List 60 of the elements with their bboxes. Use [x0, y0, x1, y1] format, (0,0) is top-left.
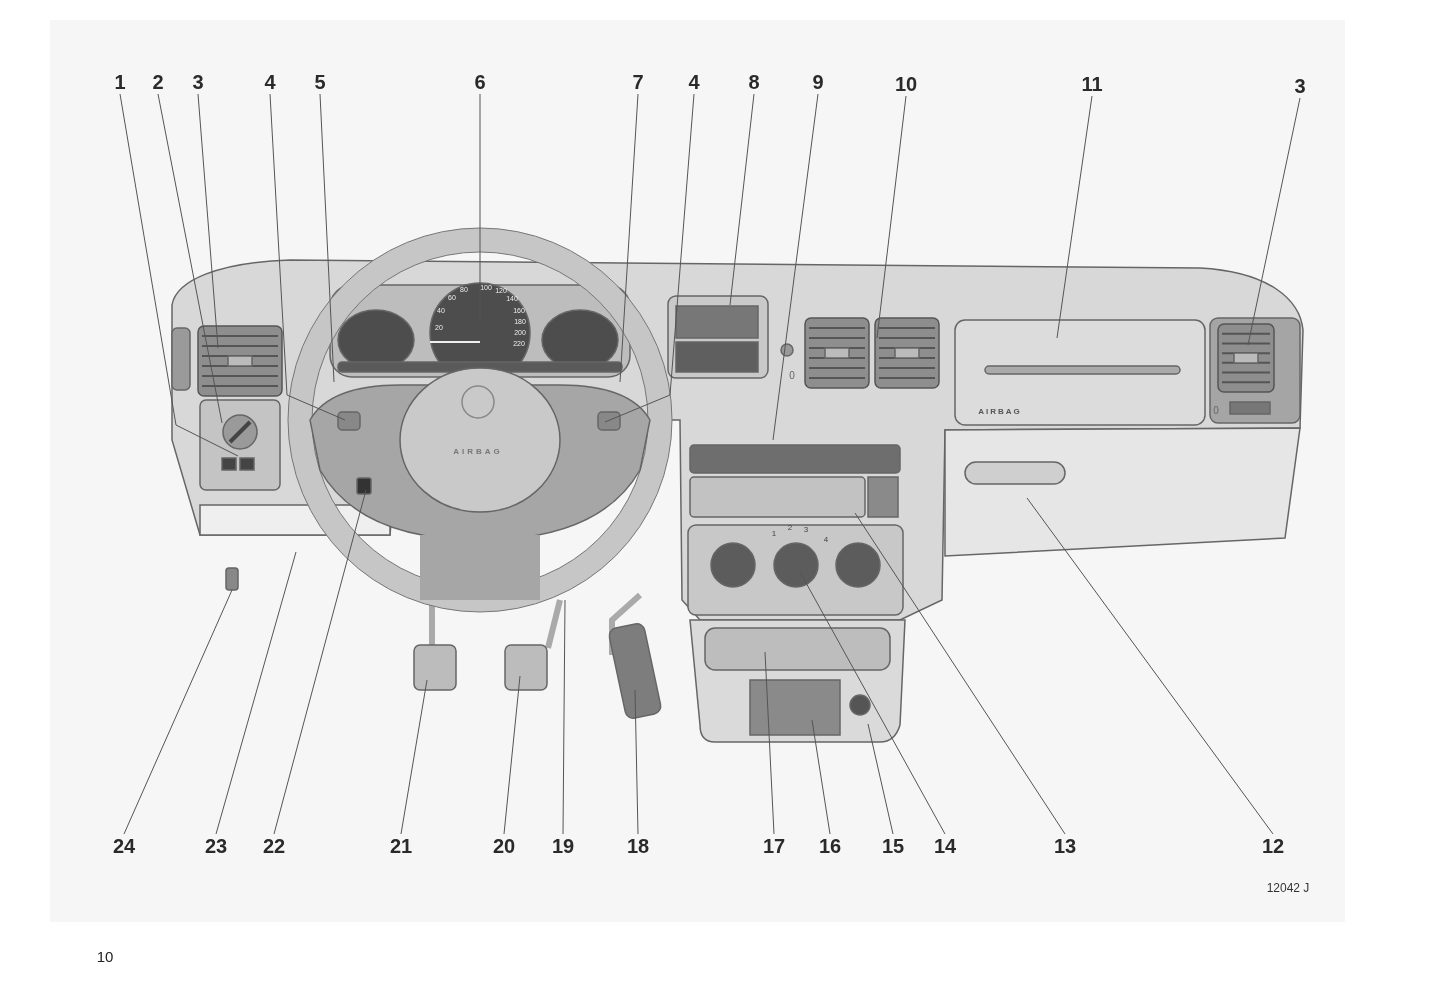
callout-number: 20: [486, 834, 522, 858]
leader-line: [562, 599, 566, 835]
callout-number: 4: [252, 70, 288, 94]
leader-line: [1247, 97, 1301, 346]
callout-number: 19: [545, 834, 581, 858]
leader-line: [729, 93, 755, 306]
callout-number: 8: [736, 70, 772, 94]
callout-number: 9: [800, 70, 836, 94]
leader-line: [619, 93, 639, 383]
callout-number: 21: [383, 834, 419, 858]
callout-number: 14: [927, 834, 963, 858]
leader-line: [854, 512, 1066, 835]
callout-number: 17: [756, 834, 792, 858]
leader-line: [503, 675, 521, 835]
leader-line: [157, 93, 223, 424]
printed-marking: 4: [823, 536, 829, 544]
leader-line: [772, 93, 819, 441]
callout-number: 3: [1282, 74, 1318, 98]
callout-number: 15: [875, 834, 911, 858]
callout-number: 6: [462, 70, 498, 94]
callout-number: 11: [1074, 72, 1110, 96]
callout-number: 4: [676, 70, 712, 94]
leader-line: [876, 95, 907, 339]
callout-number: 16: [812, 834, 848, 858]
leader-line: [319, 93, 335, 383]
callout-number: 12: [1255, 834, 1291, 858]
figure-number: 12042 J: [1266, 882, 1310, 894]
callout-number: 5: [302, 70, 338, 94]
leader-line: [119, 93, 239, 457]
callout-number: 23: [198, 834, 234, 858]
printed-marking: AIRBAG: [453, 448, 503, 456]
leader-line: [634, 689, 639, 835]
leader-line: [273, 489, 367, 835]
callout-number: 2: [140, 70, 176, 94]
leader-line: [1056, 95, 1093, 339]
printed-marking: AIRBAG: [978, 408, 1022, 416]
printed-marking: 2: [787, 524, 793, 532]
callout-number: 18: [620, 834, 656, 858]
printed-marking: 1: [771, 530, 777, 538]
leader-line: [1026, 497, 1274, 835]
callout-number: 7: [620, 70, 656, 94]
leader-line: [604, 93, 695, 423]
printed-marking: 3: [803, 526, 809, 534]
leader-line: [799, 571, 946, 835]
leader-line: [269, 93, 346, 421]
callout-number: 22: [256, 834, 292, 858]
leader-line: [400, 679, 428, 835]
page-number: 10: [96, 948, 114, 964]
printed-marking: 0: [789, 371, 795, 381]
callout-number: 10: [888, 72, 924, 96]
leader-line: [123, 589, 233, 835]
callout-number: 3: [180, 70, 216, 94]
leader-line: [215, 551, 297, 835]
leader-line: [764, 651, 775, 835]
callout-number: 24: [106, 834, 142, 858]
leader-line: [867, 723, 894, 835]
leader-line: [197, 93, 219, 349]
callout-number: 13: [1047, 834, 1083, 858]
callout-number: 1: [102, 70, 138, 94]
leader-line: [811, 719, 831, 835]
